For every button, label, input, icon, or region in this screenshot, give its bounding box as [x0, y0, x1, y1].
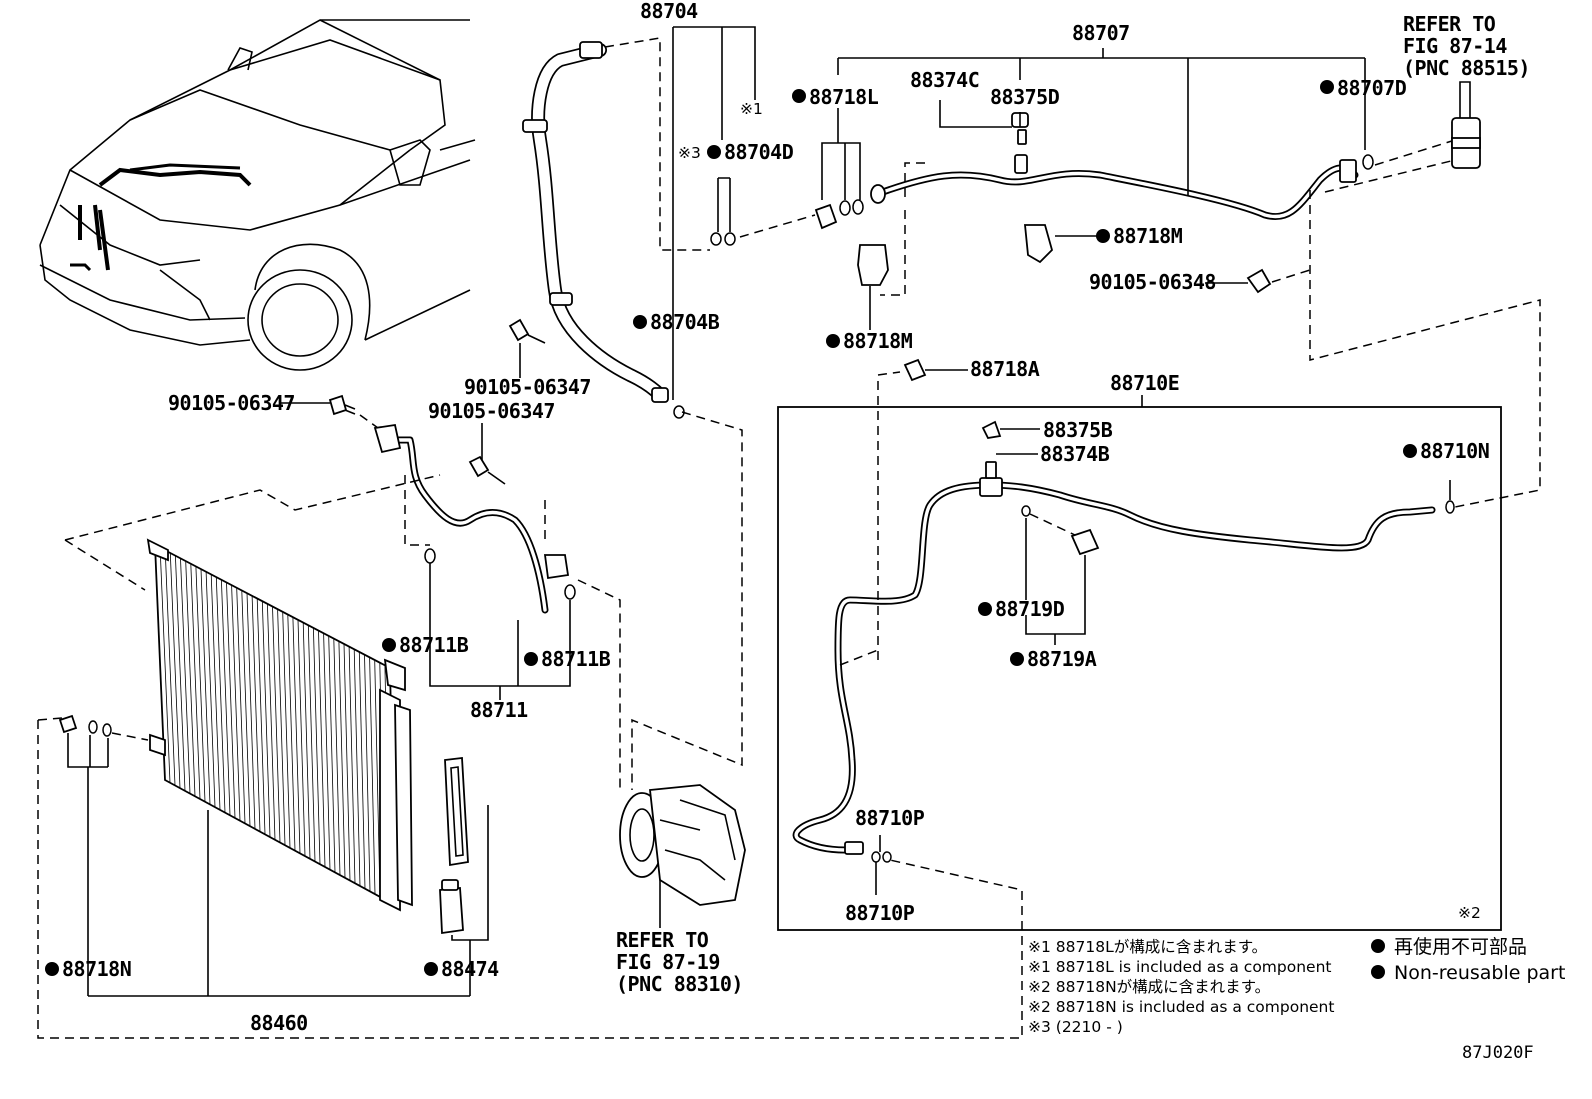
- note-line-5: ※3 (2210 - ): [1028, 1018, 1123, 1036]
- label-88711B-left: 88711B: [399, 633, 469, 657]
- label-88710P-upper: 88710P: [855, 806, 925, 830]
- vehicle-illustration: [39, 19, 476, 371]
- label-88710N: 88710N: [1420, 439, 1489, 463]
- mark-note1: ※1: [740, 100, 763, 118]
- pipe-assembly-box-88710E: [777, 406, 1502, 931]
- label-88710P-lower: 88710P: [845, 901, 915, 925]
- label-88711B-right: 88711B: [541, 647, 611, 671]
- label-88707: 88707: [1072, 21, 1130, 45]
- refer-callout-87-19: REFER TO FIG 87-19 (PNC 88310): [616, 928, 743, 996]
- diagram-code: 87J020F: [1462, 1043, 1534, 1063]
- liquid-hose-88711: [373, 423, 576, 614]
- label-bolt-b: 90105-06347: [464, 375, 591, 399]
- label-88707D: 88707D: [1337, 76, 1407, 100]
- refer-part-88515: [1451, 81, 1481, 169]
- note-line-2: ※1 88718L is included as a component: [1028, 958, 1332, 976]
- svg-text:REFER TO: REFER TO: [1403, 12, 1496, 36]
- label-88711: 88711: [470, 698, 528, 722]
- liquid-pipe-88710E: [792, 420, 1455, 855]
- dryer-88474: [439, 756, 469, 935]
- note-line-4: ※2 88718N is included as a component: [1028, 998, 1334, 1016]
- svg-text:FIG 87-19: FIG 87-19: [616, 950, 720, 974]
- label-bolt-d: 90105-06348: [1089, 270, 1216, 294]
- note-line-3: ※2 88718Nが構成に含まれます。: [1028, 978, 1270, 996]
- non-reusable-bullet-icon: [1371, 939, 1385, 953]
- svg-text:(PNC 88515): (PNC 88515): [1403, 56, 1530, 80]
- label-88718M-upper: 88718M: [1113, 224, 1183, 248]
- legend: 再使用不可部品 Non-reusable part: [1371, 936, 1565, 984]
- label-88374C: 88374C: [910, 68, 979, 92]
- label-88719D: 88719D: [995, 597, 1065, 621]
- condenser-88460: [146, 538, 413, 912]
- svg-text:FIG 87-14: FIG 87-14: [1403, 34, 1507, 58]
- legend-en: Non-reusable part: [1394, 962, 1565, 984]
- note-line-1: ※1 88718Lが構成に含まれます。: [1028, 938, 1267, 956]
- legend-jp: 再使用不可部品: [1394, 936, 1527, 958]
- mark-note2: ※2: [1458, 904, 1481, 922]
- label-88460: 88460: [250, 1011, 308, 1035]
- part-labels: 88704 88707 88707D 88718L 88374C 88375D …: [45, 0, 1490, 1035]
- svg-text:REFER TO: REFER TO: [616, 928, 709, 952]
- bolt-icons: [280, 318, 546, 485]
- label-88374B: 88374B: [1040, 442, 1110, 466]
- label-88375B: 88375B: [1043, 418, 1113, 442]
- svg-text:(PNC 88310): (PNC 88310): [616, 972, 743, 996]
- label-88719A: 88719A: [1027, 647, 1097, 671]
- compressor-88310: [619, 784, 746, 906]
- label-88704B: 88704B: [650, 310, 720, 334]
- label-88718L: 88718L: [809, 85, 879, 109]
- label-88474: 88474: [441, 957, 499, 981]
- label-88704D: 88704D: [724, 140, 794, 164]
- footnotes: ※1 88718Lが構成に含まれます。 ※1 88718L is include…: [1028, 938, 1334, 1036]
- refer-callout-87-14: REFER TO FIG 87-14 (PNC 88515): [1403, 12, 1530, 80]
- label-bolt-c: 90105-06347: [428, 399, 555, 423]
- label-88718N: 88718N: [62, 957, 131, 981]
- discharge-hose-88704: [522, 41, 685, 419]
- label-88704: 88704: [640, 0, 698, 23]
- label-88375D: 88375D: [990, 85, 1060, 109]
- suction-pipe-88707: [870, 112, 1359, 264]
- label-bolt-a: 90105-06347: [168, 391, 295, 415]
- label-88710E: 88710E: [1110, 371, 1179, 395]
- label-88718M-lower: 88718M: [843, 329, 913, 353]
- label-88718A: 88718A: [970, 357, 1040, 381]
- mark-note3: ※3: [678, 144, 701, 162]
